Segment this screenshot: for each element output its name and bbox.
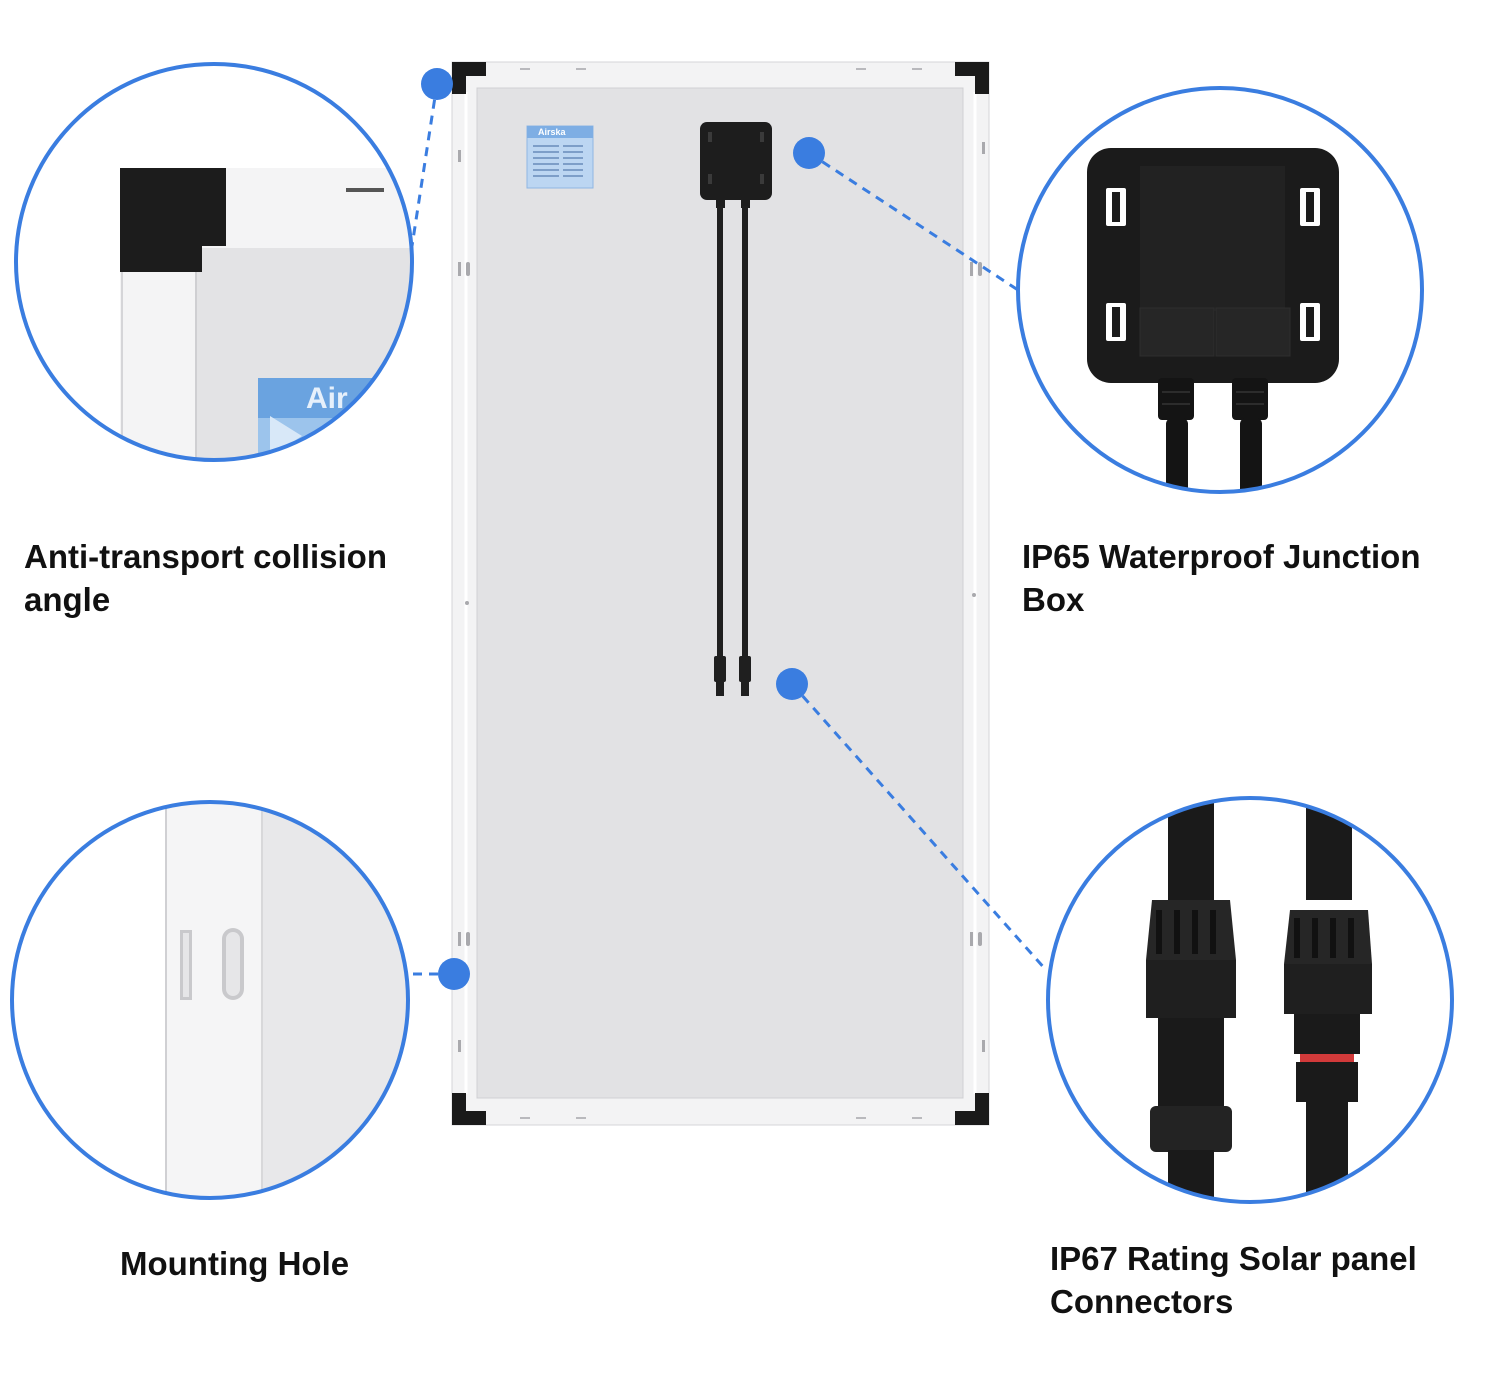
zoom-circle-corner [14, 62, 414, 462]
spec-label [526, 125, 594, 189]
junction-box-icon [700, 122, 772, 208]
callout-dot-connectors [776, 668, 808, 700]
mounting-hole-icon [458, 142, 985, 1052]
callout-dot-corner [421, 68, 453, 100]
caption-anti-collision-corner: Anti-transport collision angle [24, 538, 387, 618]
caption-mounting-hole: Mounting Hole [120, 1245, 350, 1282]
caption-junction-box: IP65 Waterproof Junction Box [1022, 538, 1421, 618]
callout-dot-junction-box [793, 137, 825, 169]
panel-brand-label: Airska [538, 127, 566, 137]
mounting-slot-icon [180, 928, 244, 1000]
connector-icon [1146, 798, 1236, 1202]
cable-icon [714, 206, 751, 696]
zoom-circle-junction-box [1016, 86, 1424, 494]
zoom-circle-mounting-hole [10, 800, 410, 1200]
zoom-brand-label: Air [306, 382, 348, 415]
corner-protector-icon [452, 62, 989, 1125]
callout-dot-mounting-hole [438, 958, 470, 990]
zoom-circle-connectors [1046, 796, 1454, 1204]
caption-connectors: IP67 Rating Solar panel Connectors [1050, 1240, 1417, 1320]
callout-dots [421, 68, 825, 990]
solar-panel [451, 61, 990, 1126]
cable-gland-icon [1158, 378, 1268, 492]
